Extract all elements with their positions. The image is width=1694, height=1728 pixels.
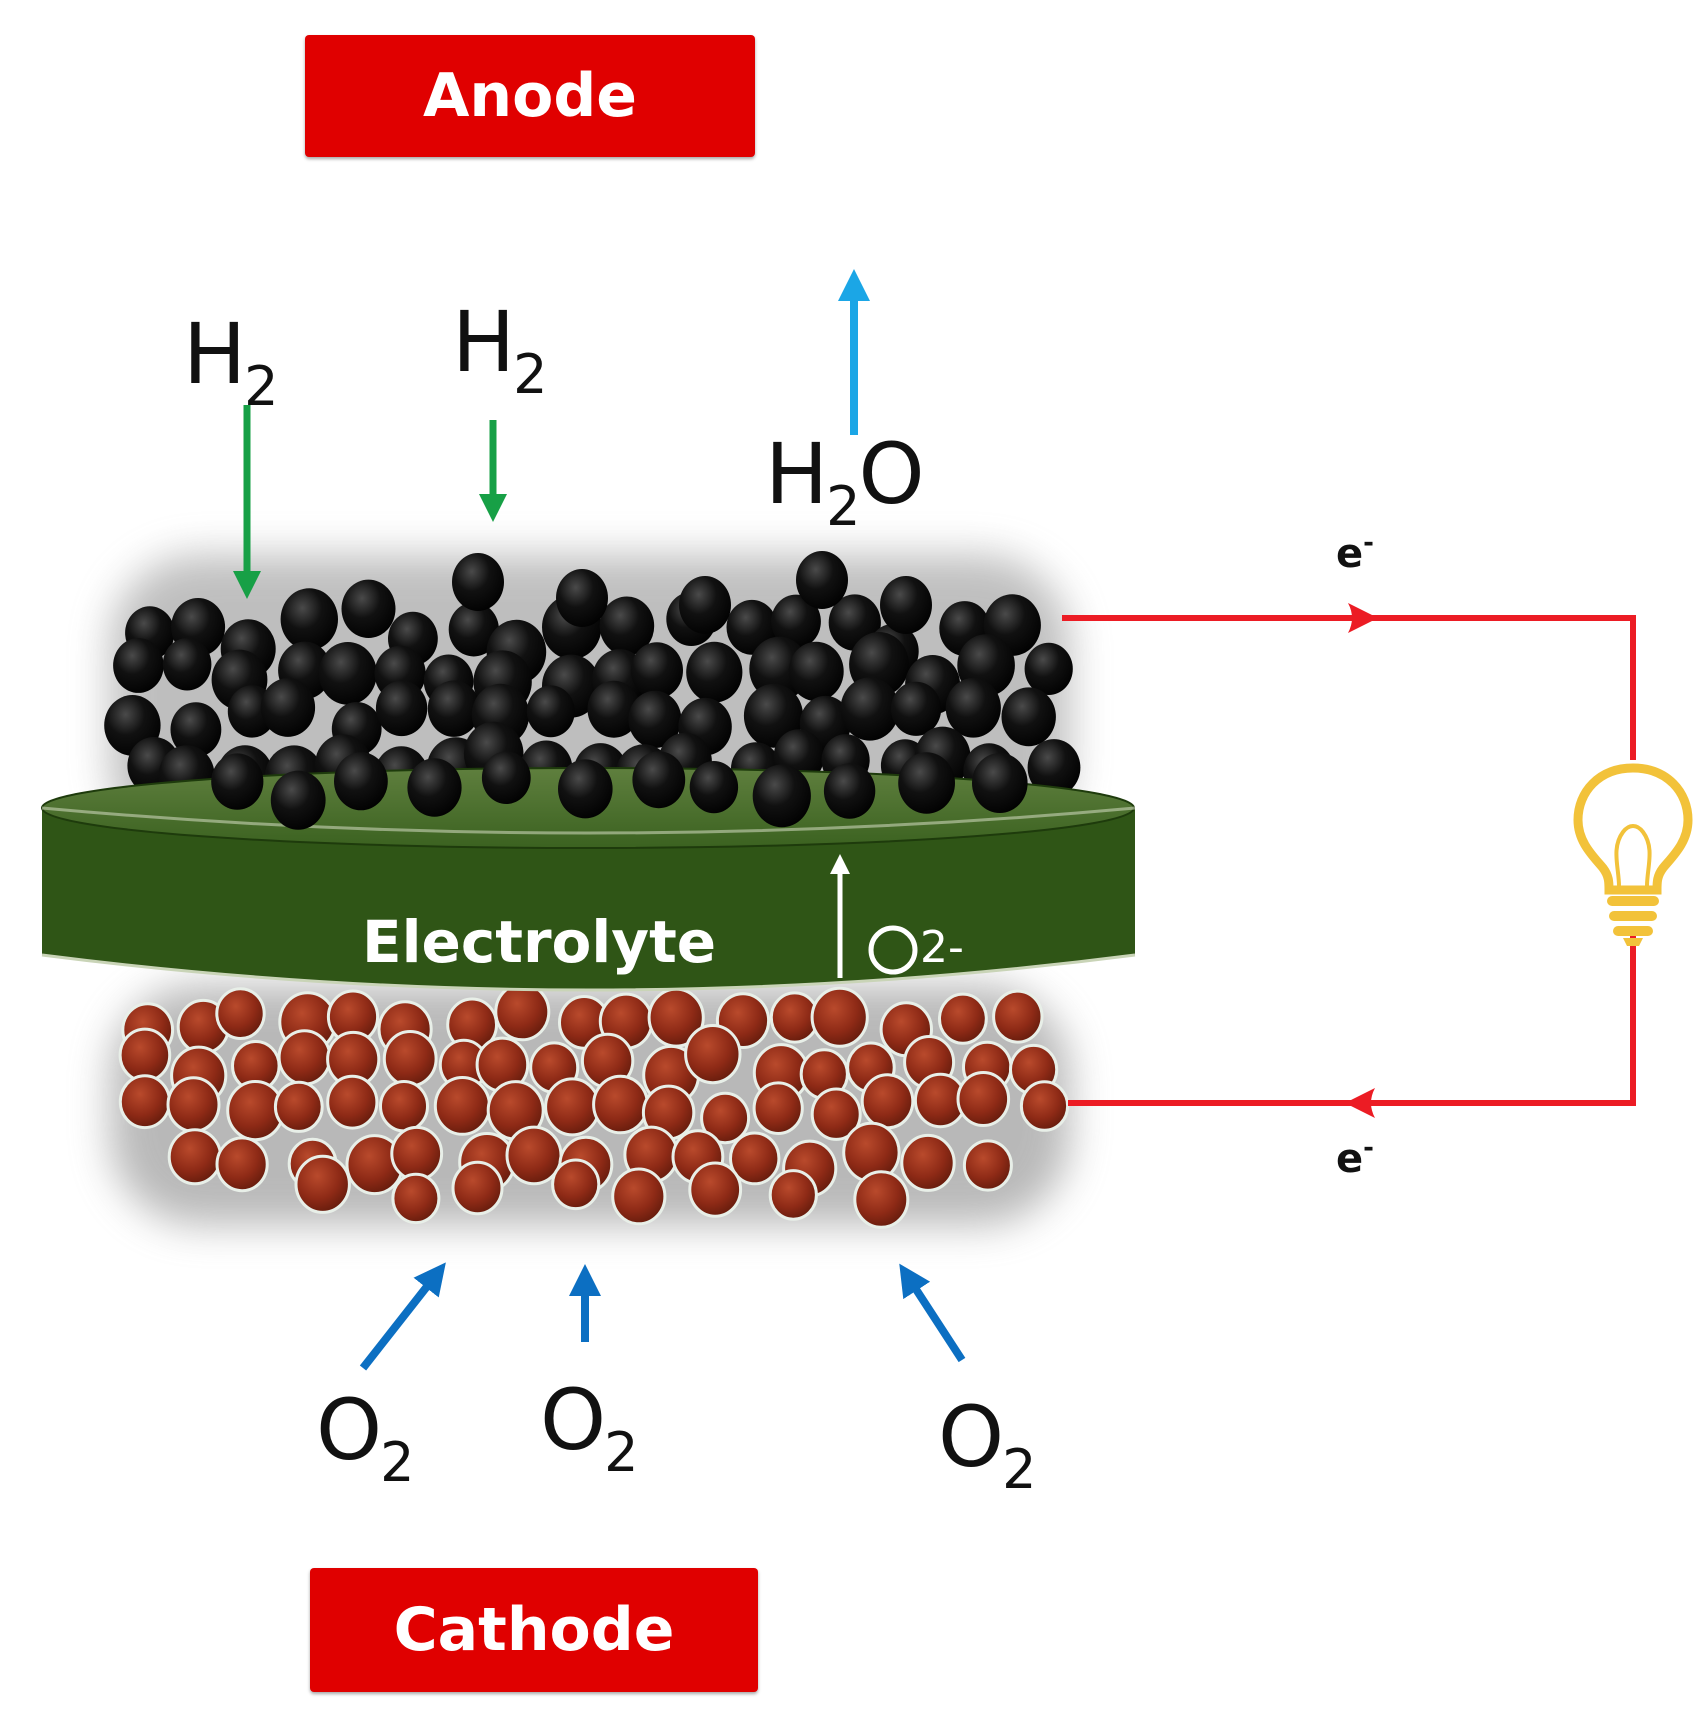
cathode-particle (494, 982, 551, 1042)
cathode-particle (215, 987, 266, 1040)
anode-particle (880, 576, 932, 634)
oxygen-label: O2 (316, 1381, 415, 1494)
anode-particle (526, 685, 575, 738)
anode-particle (632, 751, 686, 809)
cathode-particle (592, 1074, 649, 1135)
cathode-particle (391, 1172, 441, 1225)
anode-particle (375, 680, 428, 737)
cathode-particle (433, 1076, 491, 1136)
oxide-ion-charge: 2- (920, 922, 964, 973)
cathode-particle (166, 1076, 221, 1133)
cathode-particle (900, 1133, 956, 1192)
anode-particle (1024, 642, 1073, 696)
anode-particle (972, 753, 1028, 813)
electron-flow-arrow (1345, 1088, 1375, 1118)
cathode-particle (118, 1074, 171, 1130)
cathode-particle (611, 1167, 667, 1226)
anode-particle (113, 638, 164, 693)
cathode-particle (544, 1077, 601, 1137)
anode-particle (587, 680, 641, 738)
anode-particle (796, 551, 848, 609)
cathode-particle (729, 1131, 781, 1186)
cathode-particle (853, 1170, 910, 1229)
anode-particle (427, 680, 480, 737)
oxide-ion-icon (868, 925, 918, 975)
oxygen-arrow (359, 1262, 446, 1371)
anode-particle (270, 770, 326, 830)
anode-particle (945, 678, 1001, 738)
electrolyte-label: Electrolyte (362, 908, 716, 976)
anode-particle (334, 752, 388, 811)
anode-particle (452, 553, 504, 611)
cathode-particle (962, 1139, 1013, 1192)
cathode-particle (273, 1080, 324, 1133)
cathode-particle (768, 1169, 818, 1221)
anode-particle (840, 677, 900, 741)
anode-particle (788, 641, 844, 702)
cathode-particle (167, 1128, 223, 1186)
anode-particle (162, 638, 212, 691)
cathode-particle (1019, 1080, 1070, 1132)
fuel-label: H2 (452, 293, 548, 406)
electron-label: e- (1336, 1133, 1374, 1182)
cathode-particle (118, 1027, 172, 1083)
anode-particle (280, 588, 338, 651)
anode-particle (630, 642, 684, 699)
cathode-particle (551, 1158, 601, 1211)
anode-particle (689, 761, 739, 814)
anode-particle (891, 681, 942, 736)
anode-label: Anode (305, 35, 755, 157)
anode-particle (170, 702, 222, 757)
cathode-particle (810, 1087, 862, 1141)
cathode-label: Cathode (310, 1568, 758, 1692)
anode-particle (341, 579, 396, 638)
anode-particle (686, 641, 743, 703)
fuel-label: H2 (183, 305, 279, 418)
cathode-particle (860, 1073, 915, 1130)
anode-particle (260, 678, 316, 737)
anode-particle (407, 758, 462, 817)
cathode-particle (277, 1029, 332, 1086)
anode-particle (481, 751, 531, 804)
anode-particle (558, 759, 613, 819)
cathode-particle (938, 992, 988, 1045)
anode-particle (318, 642, 377, 705)
light-bulb-icon (1573, 763, 1693, 946)
anode-particle (448, 602, 499, 657)
cathode-particle (294, 1154, 351, 1214)
oxygen-arrow (899, 1263, 966, 1363)
water-label: H2O (765, 425, 925, 538)
anode-particle (211, 753, 264, 810)
cathode-particle (688, 1161, 743, 1218)
anode-particle (752, 764, 811, 828)
electron-flow-arrow (1348, 603, 1378, 633)
cathode-particle (390, 1125, 444, 1182)
anode-particle (1001, 687, 1056, 747)
cathode-particle (684, 1024, 742, 1085)
cathode-particle (451, 1160, 504, 1216)
anode-particle (898, 752, 955, 814)
oxygen-label: O2 (540, 1371, 639, 1484)
oxygen-label: O2 (938, 1388, 1037, 1501)
cathode-particle (700, 1091, 751, 1145)
cathode-particle (992, 989, 1044, 1044)
cathode-particle (326, 1074, 379, 1130)
anode-particle (823, 763, 876, 819)
cathode-particle (810, 986, 869, 1048)
cathode-particle (956, 1071, 1011, 1127)
anode-particle (1027, 739, 1081, 797)
electron-label: e- (1336, 528, 1374, 577)
cathode-particle (382, 1030, 438, 1088)
cathode-particle (379, 1080, 429, 1133)
anode-particle (556, 569, 608, 627)
cathode-particle (752, 1081, 804, 1135)
anode-particle (599, 596, 655, 656)
cathode-particle (215, 1136, 269, 1193)
anode-particle (679, 576, 731, 634)
external-circuit (1062, 603, 1636, 1118)
anode-particle (628, 690, 682, 749)
anode-particle (771, 594, 821, 649)
